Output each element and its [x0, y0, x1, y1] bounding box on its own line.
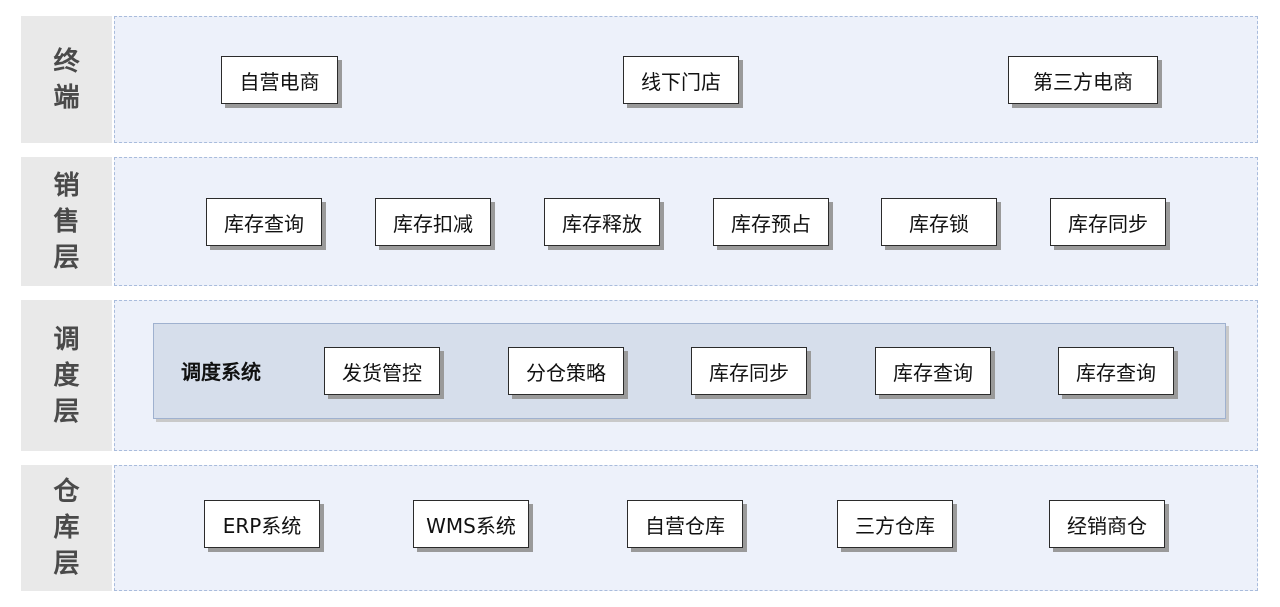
dispatch-item-inventory-query-1: 库存查询 — [875, 347, 991, 395]
warehouse-item-wms-system: WMS系统 — [413, 500, 529, 548]
warehouse-item-erp-system: ERP系统 — [204, 500, 320, 548]
warehouse-item-third-party-warehouse: 三方仓库 — [837, 500, 953, 548]
warehouse-layer-label-text: 仓库层 — [53, 477, 80, 579]
dispatch-item-inventory-sync: 库存同步 — [691, 347, 807, 395]
sales-layer-label-text: 销售层 — [53, 170, 80, 273]
sales-item-inventory-reserve: 库存预占 — [713, 198, 829, 246]
sales-item-inventory-query: 库存查询 — [206, 198, 322, 246]
sales-item-inventory-sync: 库存同步 — [1050, 198, 1166, 246]
dispatch-item-inventory-query-2: 库存查询 — [1058, 347, 1174, 395]
warehouse-item-self-warehouse: 自营仓库 — [627, 500, 743, 548]
sales-item-inventory-deduct: 库存扣减 — [375, 198, 491, 246]
terminal-item-third-party-ecommerce: 第三方电商 — [1008, 56, 1158, 104]
dispatch-layer-label-text: 调度层 — [53, 324, 80, 427]
terminal-layer-label-text: 终端 — [53, 46, 80, 113]
sales-item-inventory-release: 库存释放 — [544, 198, 660, 246]
dispatch-layer-label: 调度层 — [21, 300, 112, 451]
terminal-item-offline-store: 线下门店 — [623, 56, 739, 104]
warehouse-layer-label: 仓库层 — [21, 465, 112, 591]
dispatch-system-title: 调度系统 — [181, 360, 261, 384]
sales-layer-label: 销售层 — [21, 157, 112, 286]
terminal-layer-label: 终端 — [21, 16, 112, 143]
dispatch-item-shipping-control: 发货管控 — [324, 347, 440, 395]
dispatch-item-warehouse-strategy: 分仓策略 — [508, 347, 624, 395]
terminal-item-self-ecommerce: 自营电商 — [221, 56, 338, 104]
sales-item-inventory-lock: 库存锁 — [881, 198, 997, 246]
warehouse-item-dealer-warehouse: 经销商仓 — [1049, 500, 1165, 548]
